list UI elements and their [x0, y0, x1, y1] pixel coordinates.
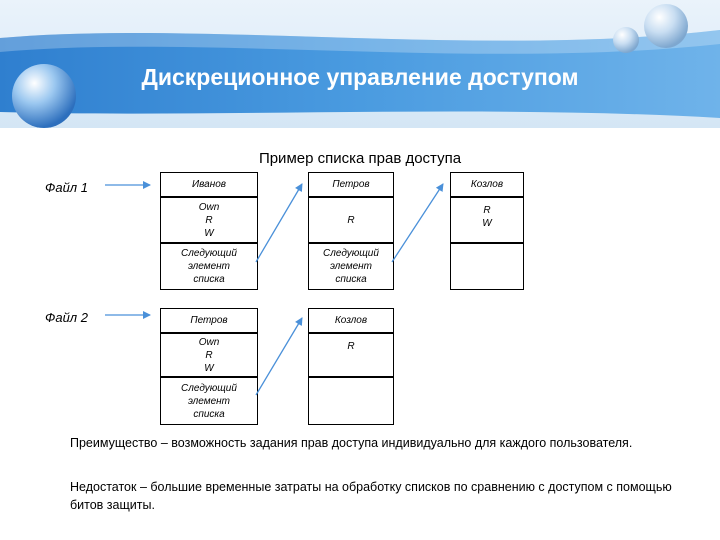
arrow-list2-next-1 — [256, 318, 302, 395]
arrow-list1-next-2 — [392, 184, 443, 262]
disadvantage-text: Недостаток – большие временные затраты н… — [70, 478, 680, 514]
arrow-list1-next-1 — [256, 184, 302, 262]
advantage-text: Преимущество – возможность задания прав … — [70, 434, 680, 452]
